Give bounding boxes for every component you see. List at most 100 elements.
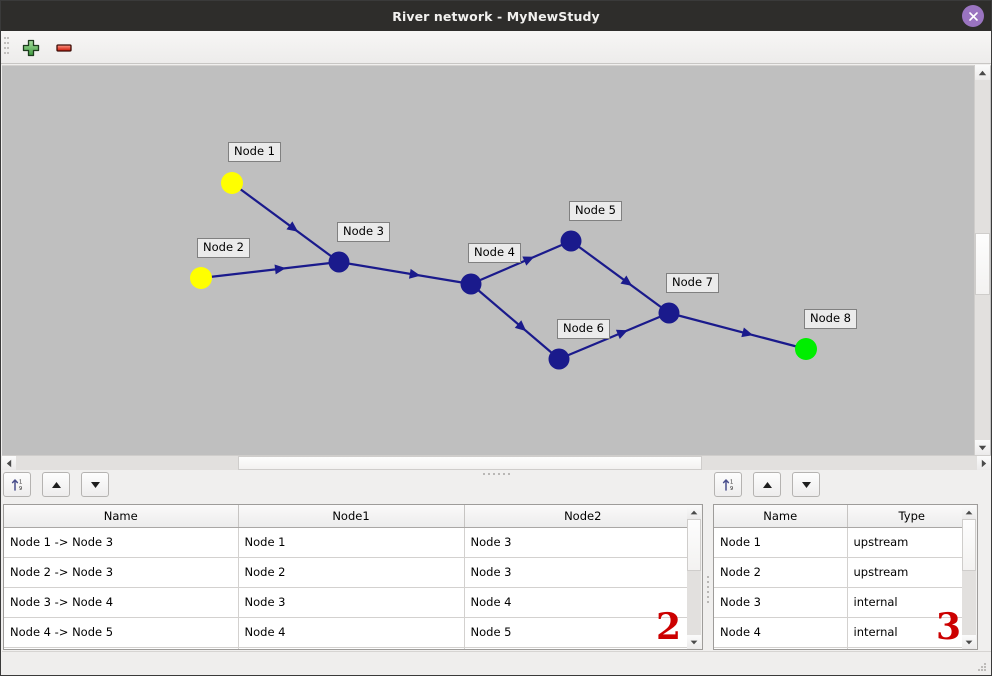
cell-node2[interactable]: Node 3 <box>464 557 702 588</box>
network-graph-canvas[interactable]: Node 1 Node 2 Node 3 Node 4 Node 5 Node 6 Node… <box>2 65 991 455</box>
edge-arrow-icon <box>274 264 286 275</box>
cell-empty[interactable] <box>238 647 465 649</box>
scroll-up-icon[interactable] <box>962 505 976 519</box>
toolbar-grip[interactable] <box>4 37 9 59</box>
graph-node-node-6[interactable] <box>548 348 570 370</box>
close-icon[interactable] <box>962 5 984 27</box>
sort-arrow-icon[interactable]: 1 9 <box>3 472 31 497</box>
cell-type[interactable]: internal <box>847 617 977 648</box>
add-plus-icon[interactable] <box>20 37 42 59</box>
triangle-up-icon[interactable] <box>753 472 782 497</box>
cell-type[interactable]: upstream <box>847 557 977 588</box>
scroll-left-icon[interactable] <box>2 456 16 470</box>
reaches-table-scrollbar[interactable] <box>687 504 703 650</box>
graph-edge[interactable] <box>668 311 807 351</box>
node-label-node-3[interactable]: Node 3 <box>337 222 390 242</box>
graph-edge[interactable] <box>231 182 340 263</box>
cell-name[interactable]: Node 4 <box>714 617 848 648</box>
triangle-down-icon[interactable] <box>792 472 821 497</box>
column-header-node1[interactable]: Node1 <box>238 505 465 528</box>
delete-minus-icon[interactable] <box>53 37 75 59</box>
cell-name[interactable]: Node 4 -> Node 5 <box>4 617 239 648</box>
status-bar <box>2 651 991 675</box>
graph-edge[interactable] <box>470 283 560 360</box>
canvas-vertical-scrollbar[interactable] <box>974 65 990 455</box>
graph-node-node-2[interactable] <box>190 267 212 289</box>
graph-node-node-1[interactable] <box>221 172 243 194</box>
cell-empty[interactable] <box>714 647 848 649</box>
graph-node-node-5[interactable] <box>560 230 582 252</box>
nodes-table-scrollbar[interactable] <box>962 504 978 650</box>
vertical-splitter[interactable] <box>704 505 712 673</box>
cell-name[interactable]: Node 2 <box>714 557 848 588</box>
scroll-down-icon[interactable] <box>687 635 701 649</box>
cell-type[interactable]: upstream <box>847 527 977 558</box>
vscroll-thumb[interactable] <box>975 233 990 295</box>
node-label-node-8[interactable]: Node 8 <box>804 309 857 329</box>
node-label-node-2[interactable]: Node 2 <box>197 238 250 258</box>
graph-edge[interactable] <box>570 240 670 314</box>
column-header-node2[interactable]: Node2 <box>464 505 702 528</box>
sort-arrow-icon[interactable]: 1 9 <box>714 472 742 497</box>
cell-name[interactable]: Node 3 -> Node 4 <box>4 587 239 618</box>
node-label-node-7[interactable]: Node 7 <box>666 273 719 293</box>
cell-name[interactable]: Node 1 <box>714 527 848 558</box>
horizontal-splitter[interactable] <box>2 470 991 478</box>
graph-node-node-3[interactable] <box>328 251 350 273</box>
scroll-right-icon[interactable] <box>977 456 991 470</box>
column-header-name[interactable]: Name <box>714 505 848 528</box>
triangle-down-icon[interactable] <box>81 472 110 497</box>
node-label-node-1[interactable]: Node 1 <box>228 142 281 162</box>
node-label-node-4[interactable]: Node 4 <box>468 243 521 263</box>
triangle-up-icon[interactable] <box>42 472 71 497</box>
reaches-scroll-thumb[interactable] <box>687 519 701 571</box>
cell-node2[interactable]: Node 3 <box>464 527 702 558</box>
graph-node-node-4[interactable] <box>460 273 482 295</box>
table-row-empty[interactable] <box>4 647 702 649</box>
node-label-node-5[interactable]: Node 5 <box>569 201 622 221</box>
cell-node1[interactable]: Node 1 <box>238 527 465 558</box>
resize-grip-icon[interactable] <box>978 663 987 672</box>
nodes-scroll-thumb[interactable] <box>962 519 976 571</box>
cell-type[interactable]: internal <box>847 587 977 618</box>
cell-name[interactable]: Node 3 <box>714 587 848 618</box>
scroll-down-icon[interactable] <box>962 635 976 649</box>
node-label-node-6[interactable]: Node 6 <box>557 319 610 339</box>
graph-edge[interactable] <box>200 260 340 280</box>
graph-edge[interactable] <box>470 239 572 286</box>
column-header-type[interactable]: Type <box>847 505 977 528</box>
graph-edge[interactable] <box>338 260 472 286</box>
cell-node1[interactable]: Node 4 <box>238 617 465 648</box>
scroll-up-icon[interactable] <box>975 65 990 80</box>
hscroll-thumb[interactable] <box>238 456 702 470</box>
cell-empty[interactable] <box>4 647 239 649</box>
cell-name[interactable]: Node 2 -> Node 3 <box>4 557 239 588</box>
scroll-down-icon[interactable] <box>975 440 990 455</box>
reaches-panel-toolbar: 1 9 <box>3 472 115 499</box>
graph-node-node-7[interactable] <box>658 302 680 324</box>
cell-node1[interactable]: Node 3 <box>238 587 465 618</box>
graph-edge[interactable] <box>558 311 670 361</box>
scroll-up-icon[interactable] <box>687 505 701 519</box>
cell-name[interactable]: Node 1 -> Node 3 <box>4 527 239 558</box>
canvas-horizontal-scrollbar[interactable] <box>2 455 991 470</box>
column-header-name[interactable]: Name <box>4 505 239 528</box>
cell-node1[interactable]: Node 2 <box>238 557 465 588</box>
graph-node-node-8[interactable] <box>795 338 817 360</box>
cell-node2[interactable]: Node 5 <box>464 617 702 648</box>
